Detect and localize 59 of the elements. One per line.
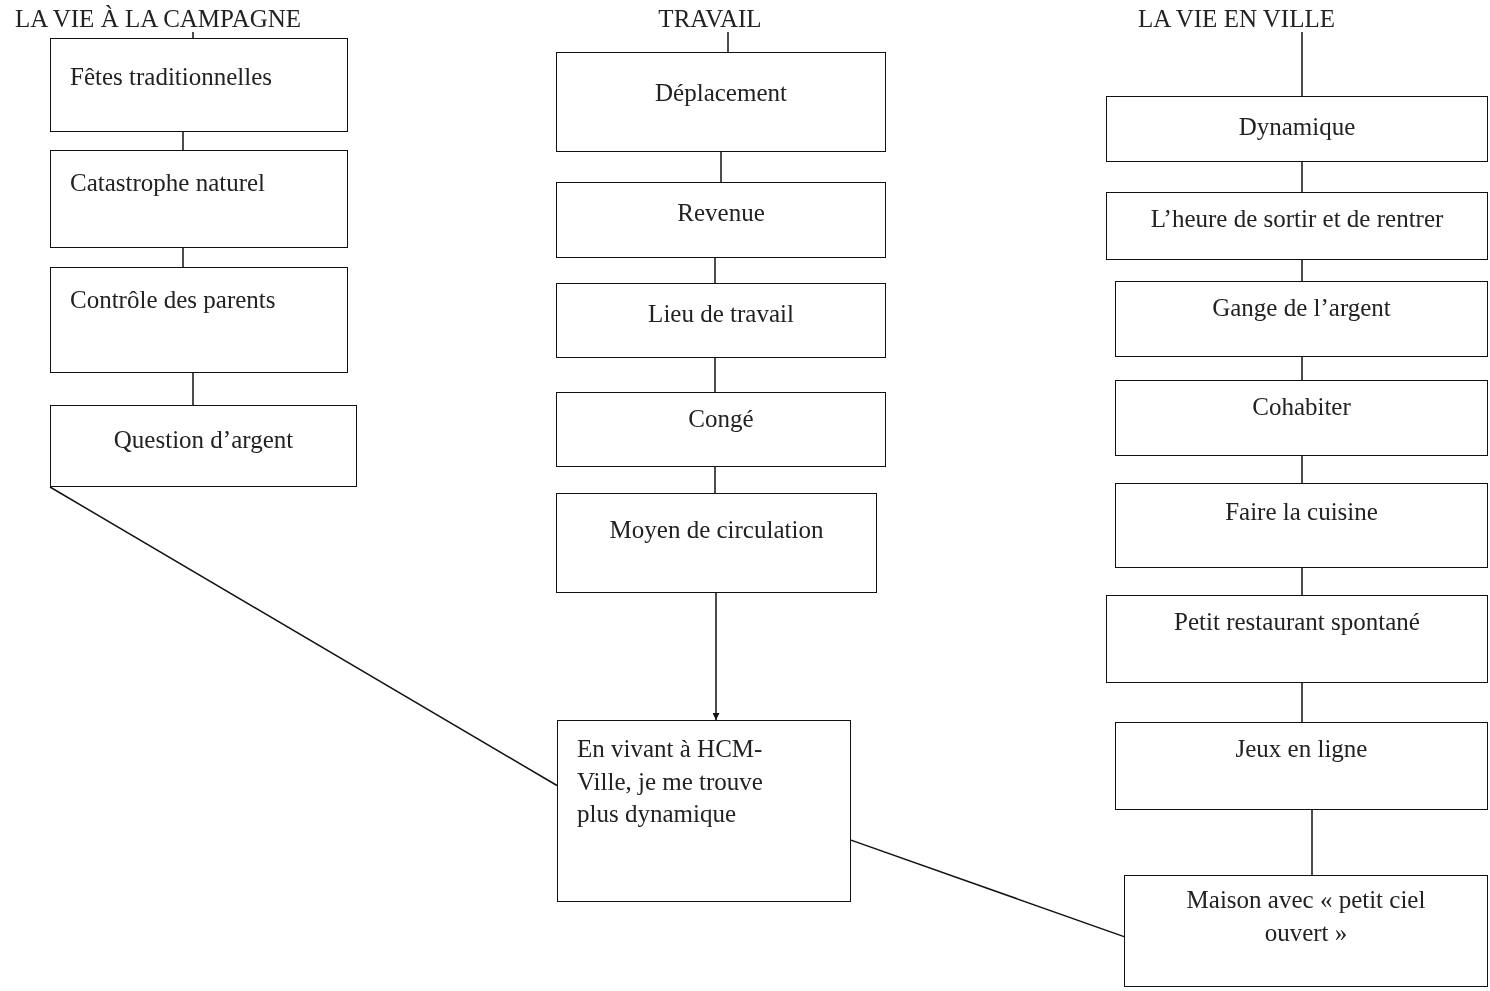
box (556, 392, 886, 467)
box-label: Dynamique (1237, 112, 1357, 142)
box-label: Fêtes traditionnelles (69, 62, 274, 92)
box-label: L’heure de sortir et de rentrer (1149, 204, 1445, 234)
connector-line (1301, 259, 1303, 282)
connector-line (1301, 455, 1303, 484)
box (50, 38, 348, 132)
box (1115, 281, 1488, 357)
box (1115, 483, 1488, 568)
box-label: Moyen de circulation (608, 515, 825, 545)
column-heading: LA VIE EN VILLE (1138, 6, 1336, 31)
connector-line (850, 839, 1125, 938)
connector-line (727, 31, 729, 53)
connector-line (192, 31, 194, 39)
box (556, 52, 886, 152)
connector-line (714, 257, 716, 284)
connector-line (1301, 161, 1303, 193)
connector-line (192, 372, 194, 406)
box (556, 182, 886, 258)
box-label: Contrôle des parents (69, 285, 277, 315)
box (1106, 595, 1488, 683)
box (50, 150, 348, 248)
connector-line (714, 466, 716, 494)
box-label: Lieu de travail (647, 299, 795, 329)
box (1115, 722, 1488, 810)
box (1124, 875, 1488, 987)
box-label: Question d’argent (112, 425, 295, 455)
box-label: Revenue (676, 198, 766, 228)
box-label: Congé (687, 404, 755, 434)
box (557, 720, 851, 902)
box-label: Faire la cuisine (1224, 497, 1379, 527)
box (556, 493, 877, 593)
box-label: Petit restaurant spontané (1173, 607, 1421, 637)
box (556, 283, 886, 358)
box-label: Gange de l’argent (1211, 293, 1392, 323)
box (1106, 192, 1488, 260)
box-label: Déplacement (654, 78, 788, 108)
box (1106, 96, 1488, 162)
box-label: Catastrophe naturel (69, 168, 267, 198)
column-heading: LA VIE À LA CAMPAGNE (15, 6, 303, 31)
arrow (712, 592, 720, 721)
box-label: Maison avec « petit ciel ouvert » (1185, 885, 1427, 948)
connector-line (1301, 31, 1303, 97)
box (50, 405, 357, 487)
connector-line (1301, 356, 1303, 381)
connector-line (1301, 567, 1303, 596)
connector-line (182, 131, 184, 151)
connector-line (720, 151, 722, 183)
connector-line (714, 357, 716, 393)
column-heading: TRAVAIL (657, 6, 763, 31)
connector-line (1301, 682, 1303, 723)
connector-line (49, 486, 558, 787)
box (50, 267, 348, 373)
connector-line (1311, 809, 1313, 876)
box-label: En vivant à HCM-Ville, je me trouve plus dynamique (576, 734, 764, 829)
box-label: Jeux en ligne (1234, 734, 1369, 764)
box-label: Cohabiter (1251, 392, 1352, 422)
box (1115, 380, 1488, 456)
connector-line (182, 247, 184, 268)
